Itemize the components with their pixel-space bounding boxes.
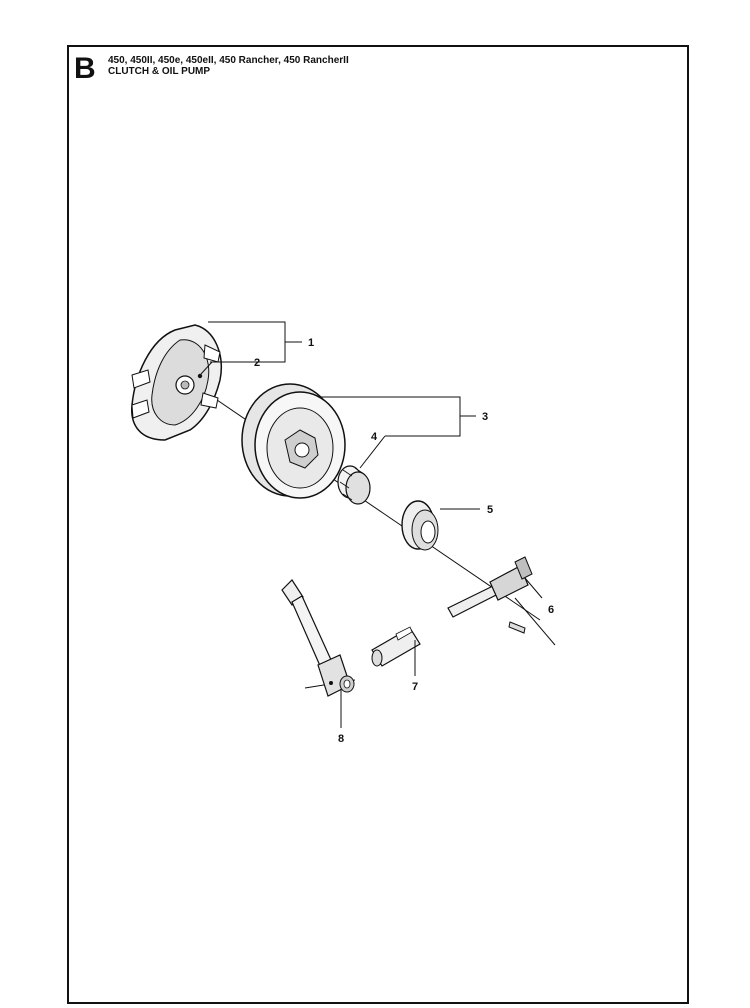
leader-lines bbox=[200, 321, 543, 728]
callout-5: 5 bbox=[487, 504, 493, 516]
clutch-drum bbox=[241, 383, 346, 499]
oil-pump-body bbox=[281, 579, 355, 697]
callout-6: 6 bbox=[548, 604, 554, 616]
clutch-shoes bbox=[131, 324, 222, 441]
pump-shaft bbox=[447, 556, 533, 634]
washer bbox=[401, 500, 439, 551]
callout-2: 2 bbox=[254, 357, 260, 369]
section-letter: B bbox=[74, 52, 96, 85]
callout-4: 4 bbox=[371, 431, 378, 443]
needle-bearing bbox=[337, 465, 371, 505]
page-title: CLUTCH & OIL PUMP bbox=[108, 66, 211, 77]
page-frame bbox=[67, 45, 689, 1004]
pump-sleeve bbox=[371, 626, 421, 667]
callout-7: 7 bbox=[412, 681, 418, 693]
shaft-axis-line bbox=[514, 597, 556, 646]
model-list: 450, 450II, 450e, 450eII, 450 Rancher, 4… bbox=[108, 55, 349, 66]
callout-3: 3 bbox=[482, 411, 488, 423]
callout-1: 1 bbox=[308, 337, 314, 349]
callout-8: 8 bbox=[338, 733, 344, 745]
